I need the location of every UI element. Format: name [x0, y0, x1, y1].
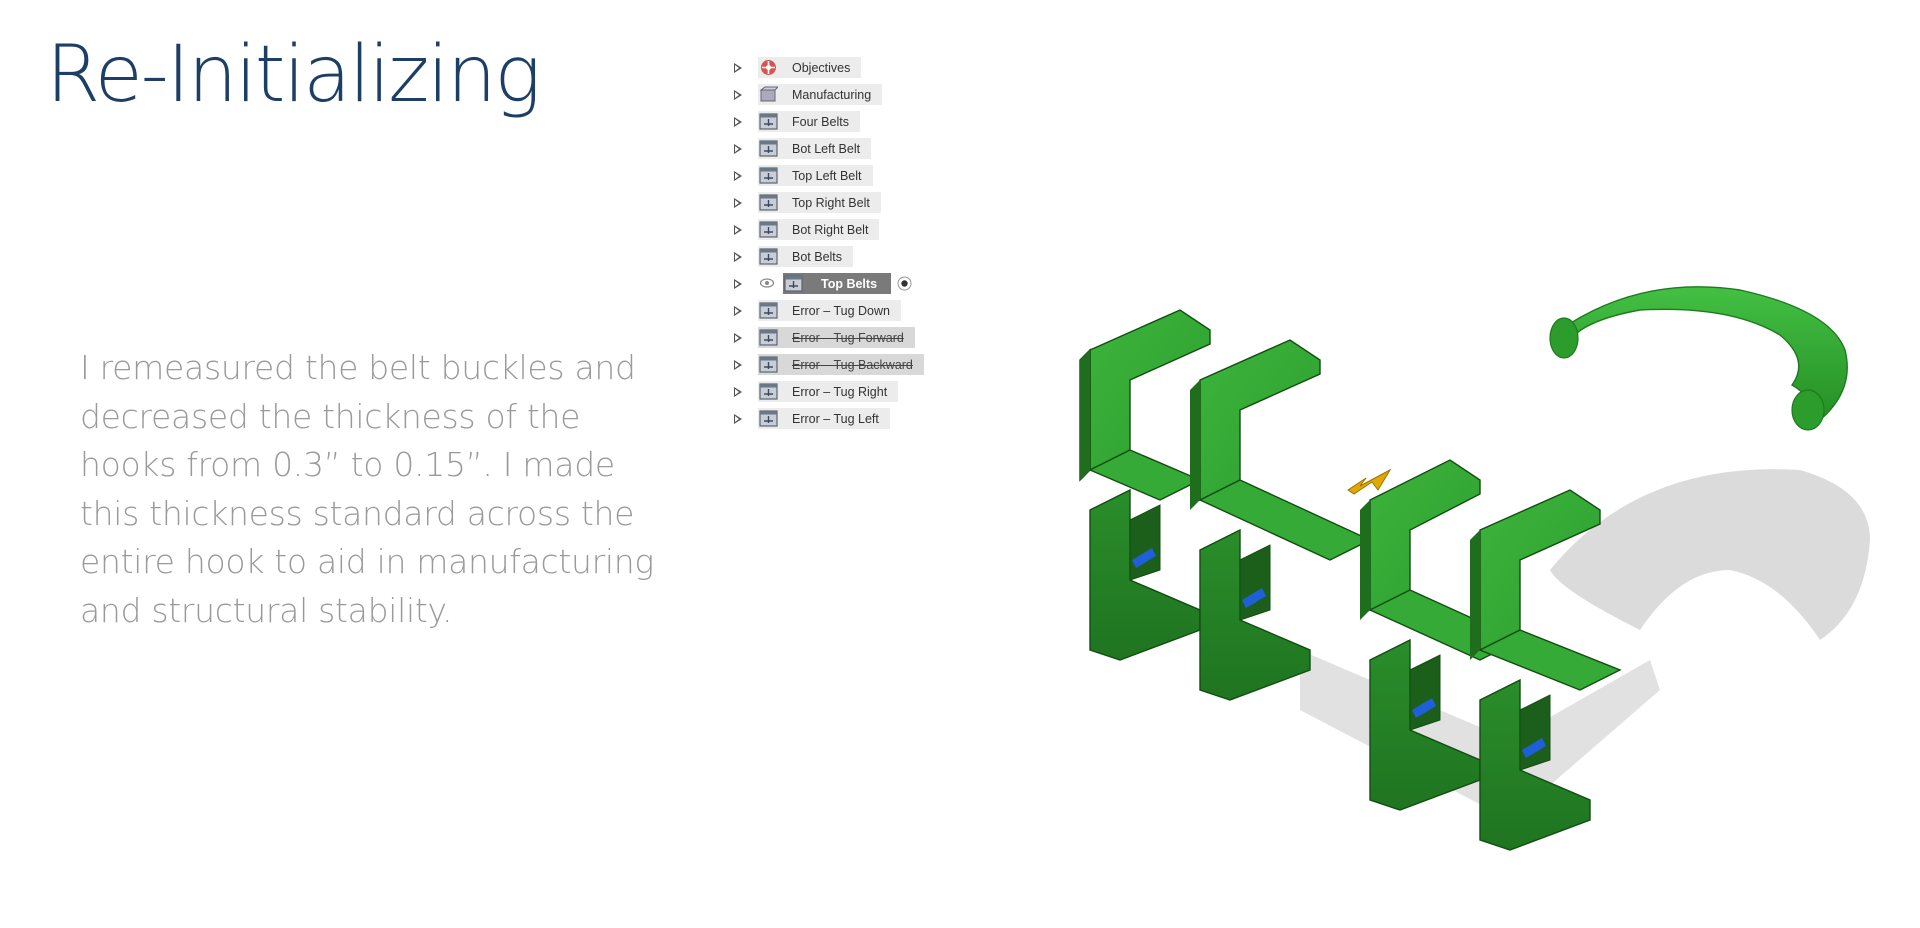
activate-radio-icon[interactable] [897, 276, 912, 291]
browser-item[interactable]: Error – Tug Right [728, 378, 968, 405]
setup-icon [784, 275, 803, 292]
browser-item[interactable]: Bot Belts [728, 243, 968, 270]
setup-icon [759, 302, 778, 319]
browser-node-label: Error – Tug Right [792, 384, 888, 399]
browser-node-label: Error – Tug Down [792, 303, 890, 318]
browser-item[interactable]: Top Belts [728, 270, 968, 297]
browser-node-label: Top Left Belt [792, 168, 862, 183]
browser-node[interactable]: Error – Tug Left [758, 408, 890, 429]
setup-icon [759, 248, 778, 265]
browser-node[interactable]: Top Right Belt [758, 192, 881, 213]
expand-triangle-icon[interactable] [734, 62, 742, 73]
setup-icon [759, 167, 778, 184]
browser-node-label: Error – Tug Backward [792, 357, 913, 372]
browser-node[interactable]: Four Belts [758, 111, 860, 132]
slide-title: Re-Initializing [46, 30, 541, 120]
expand-triangle-icon[interactable] [734, 413, 742, 424]
browser-item[interactable]: Manufacturing [728, 81, 968, 108]
setup-icon [759, 356, 778, 373]
browser-item[interactable]: Top Right Belt [728, 189, 968, 216]
expand-triangle-icon[interactable] [734, 197, 742, 208]
setup-icon [759, 410, 778, 427]
browser-item[interactable]: Error – Tug Left [728, 405, 968, 432]
visibility-eye-icon[interactable] [760, 278, 774, 288]
target-icon [761, 60, 776, 75]
expand-triangle-icon[interactable] [734, 170, 742, 181]
expand-triangle-icon[interactable] [734, 278, 742, 289]
browser-node[interactable]: Bot Belts [758, 246, 854, 267]
browser-node-label: Bot Left Belt [792, 141, 861, 156]
browser-node[interactable]: Error – Tug Forward [758, 327, 915, 348]
browser-node-label: Bot Right Belt [792, 222, 869, 237]
browser-node-label: Error – Tug Left [792, 411, 879, 426]
slide-body-text: I remeasured the belt buckles and decrea… [80, 348, 654, 630]
browser-item[interactable]: Error – Tug Down [728, 297, 968, 324]
browser-node-label: Error – Tug Forward [792, 330, 904, 345]
setup-icon [759, 194, 778, 211]
expand-triangle-icon[interactable] [734, 251, 742, 262]
expand-triangle-icon[interactable] [734, 89, 742, 100]
browser-node[interactable]: Error – Tug Right [758, 381, 899, 402]
browser-node[interactable]: Objectives [758, 57, 862, 78]
browser-item[interactable]: Error – Tug Forward [728, 324, 968, 351]
browser-node[interactable]: Error – Tug Backward [758, 354, 924, 375]
expand-triangle-icon[interactable] [734, 386, 742, 397]
belt-hook-3d-model[interactable] [1040, 280, 1900, 920]
setup-icon [759, 329, 778, 346]
expand-triangle-icon[interactable] [734, 305, 742, 316]
browser-node-label: Bot Belts [792, 249, 843, 264]
setup-icon [759, 221, 778, 238]
browser-node[interactable]: Bot Left Belt [758, 138, 872, 159]
browser-node-label: Manufacturing [792, 87, 872, 102]
browser-node-label: Four Belts [792, 114, 849, 129]
expand-triangle-icon[interactable] [734, 359, 742, 370]
expand-triangle-icon[interactable] [734, 224, 742, 235]
browser-node[interactable]: Top Left Belt [758, 165, 873, 186]
setup-icon [759, 383, 778, 400]
browser-item[interactable]: Error – Tug Backward [728, 351, 968, 378]
browser-node-label: Top Belts [821, 276, 878, 291]
setup-icon [759, 140, 778, 157]
browser-node[interactable]: Top Belts [783, 273, 892, 294]
browser-item[interactable]: Bot Right Belt [728, 216, 968, 243]
setup-icon [759, 113, 778, 130]
stock-icon [759, 86, 778, 102]
browser-node[interactable]: Manufacturing [758, 84, 883, 105]
browser-node-label: Objectives [792, 60, 851, 75]
expand-triangle-icon[interactable] [734, 143, 742, 154]
browser-item[interactable]: Top Left Belt [728, 162, 968, 189]
browser-item[interactable]: Four Belts [728, 108, 968, 135]
browser-node[interactable]: Bot Right Belt [758, 219, 880, 240]
browser-node-label: Top Right Belt [792, 195, 870, 210]
expand-triangle-icon[interactable] [734, 332, 742, 343]
browser-item[interactable]: Bot Left Belt [728, 135, 968, 162]
browser-node[interactable]: Error – Tug Down [758, 300, 901, 321]
expand-triangle-icon[interactable] [734, 116, 742, 127]
browser-item[interactable]: Objectives [728, 54, 968, 81]
